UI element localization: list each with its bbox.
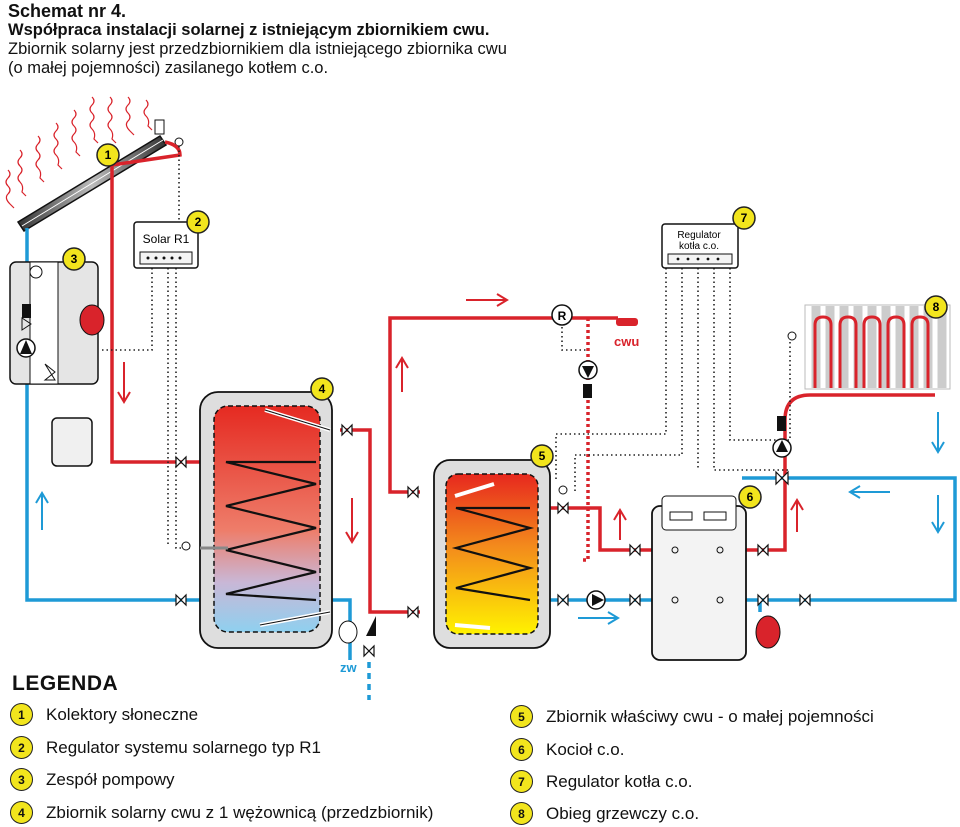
radiator	[787, 304, 951, 390]
zw-label: zw	[340, 660, 358, 675]
marker-8: 8	[924, 295, 948, 319]
svg-text:4: 4	[319, 382, 326, 396]
legend-badge-7: 7	[510, 770, 533, 793]
cwu-label: cwu	[614, 334, 639, 349]
svg-text:2: 2	[195, 215, 202, 229]
svg-text:6: 6	[747, 490, 754, 504]
temperature-sensor: R	[551, 304, 573, 326]
header: Schemat nr 4. Współpraca instalacji sola…	[8, 2, 507, 78]
legend-badge-5: 5	[510, 705, 533, 728]
hot-pipes	[110, 140, 935, 614]
legend-item-8: 8 Obieg grzewczy c.o.	[510, 802, 699, 825]
flow-arrows	[35, 293, 945, 625]
sun-rays	[5, 96, 153, 209]
solar-collector	[16, 119, 184, 233]
legend-badge-6: 6	[510, 738, 533, 761]
legend-badge-3: 3	[10, 768, 33, 791]
legend-badge-4: 4	[10, 801, 33, 824]
marker-6: 6	[738, 485, 762, 509]
svg-text:7: 7	[741, 211, 748, 225]
boiler-controller: Regulator kotła c.o.	[661, 223, 739, 269]
svg-text:8: 8	[933, 300, 940, 314]
legend-badge-8: 8	[510, 802, 533, 825]
marker-3: 3	[62, 247, 86, 271]
solar-tank	[181, 391, 333, 649]
marker-2: 2	[186, 210, 210, 234]
legend-label-3: Zespół pompowy	[46, 769, 175, 789]
legend-label-7: Regulator kotła c.o.	[546, 771, 693, 791]
legend-item-3: 3 Zespół pompowy	[10, 768, 175, 791]
valves	[175, 423, 811, 658]
legend-item-4: 4 Zbiornik solarny cwu z 1 wężownicą (pr…	[10, 801, 433, 824]
legend-label-5: Zbiornik właściwy cwu - o małej pojemnoś…	[546, 706, 874, 726]
description-line-1: Zbiornik solarny jest przedzbiornikiem d…	[8, 40, 507, 58]
legend-badge-2: 2	[10, 736, 33, 759]
sensor-label: R	[558, 309, 567, 323]
legend-badge-1: 1	[10, 703, 33, 726]
marker-1: 1	[96, 143, 120, 167]
diagram-markers: 1 2 3 4 5 6 7 8	[62, 143, 948, 509]
dhw-tank	[433, 459, 568, 649]
solar-controller: Solar R1	[133, 221, 199, 269]
legend-item-6: 6 Kocioł c.o.	[510, 738, 624, 761]
marker-7: 7	[732, 206, 756, 230]
legend-title: LEGENDA	[12, 672, 119, 695]
legend-item-7: 7 Regulator kotła c.o.	[510, 770, 692, 793]
boiler-controller-label-2: kotła c.o.	[679, 241, 719, 252]
legend-item-1: 1 Kolektory słoneczne	[10, 703, 198, 726]
legend-item-2: 2 Regulator systemu solarnego typ R1	[10, 736, 321, 759]
legend-item-5: 5 Zbiornik właściwy cwu - o małej pojemn…	[510, 705, 874, 728]
marker-4: 4	[310, 377, 334, 401]
legend-label-2: Regulator systemu solarnego typ R1	[46, 737, 321, 757]
svg-text:5: 5	[539, 449, 546, 463]
pump-group	[9, 261, 105, 467]
pumps	[338, 318, 792, 649]
legend-label-1: Kolektory słoneczne	[46, 704, 199, 724]
page-subtitle: Współpraca instalacji solarnej z istniej…	[8, 21, 490, 39]
svg-text:3: 3	[71, 252, 78, 266]
svg-text:1: 1	[105, 148, 112, 162]
boiler	[651, 495, 747, 661]
marker-5: 5	[530, 444, 554, 468]
boiler-controller-label-1: Regulator	[677, 230, 721, 241]
solar-controller-label: Solar R1	[143, 232, 190, 246]
legend-label-8: Obieg grzewczy c.o.	[546, 803, 700, 823]
description-line-2: (o małej pojemności) zasilanego kotłem c…	[8, 59, 329, 77]
page-title: Schemat nr 4.	[8, 1, 127, 21]
legend-label-4: Zbiornik solarny cwu z 1 wężownicą (prze…	[46, 802, 434, 822]
legend-label-6: Kocioł c.o.	[546, 739, 625, 759]
hot-pipes-dashed	[580, 318, 590, 562]
